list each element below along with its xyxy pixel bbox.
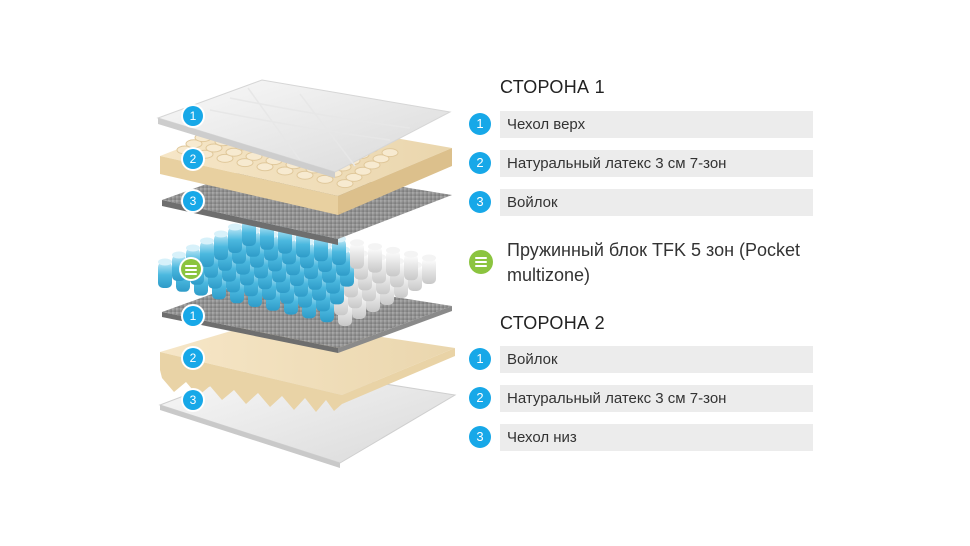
side2-title: СТОРОНА 2: [500, 313, 605, 333]
diagram-badge-bottom-1: 1: [183, 306, 203, 326]
pocket-spring-top: [368, 243, 382, 251]
pocket-spring: [332, 239, 346, 265]
pocket-spring-top: [214, 230, 228, 238]
latex-bump: [185, 139, 203, 149]
side1-item-2-label: Натуральный латекс 3 см 7-зон: [507, 155, 727, 172]
side1-item-3-label: Войлок: [507, 194, 558, 211]
number-badge: 3: [469, 191, 491, 213]
spring-block-layer: [158, 216, 436, 326]
latex-bump: [381, 148, 399, 158]
latex-bump: [354, 166, 372, 176]
pocket-spring: [368, 246, 382, 273]
latex-bump: [236, 158, 254, 168]
latex-bump: [205, 143, 223, 153]
pocket-spring-top: [228, 223, 242, 231]
diagram-badge-top-1: 1: [183, 106, 203, 126]
spring-block-item: Пружинный блок TFK 5 зон (Pocket multizo…: [469, 236, 809, 290]
number-badge: 1: [469, 113, 491, 135]
pocket-spring-top: [186, 244, 200, 252]
diagram-badge-spring-icon: [181, 259, 201, 279]
pocket-spring-top: [158, 258, 172, 266]
pocket-spring-top: [172, 251, 186, 259]
number-badge: 1: [469, 348, 491, 370]
latex-bump: [296, 170, 314, 180]
latex-bump: [345, 172, 363, 182]
side1-item-1: 1 Чехол верх: [469, 111, 814, 138]
latex-bump: [225, 147, 243, 157]
diagram-badge-top-3: 3: [183, 191, 203, 211]
spring-block-label: Пружинный блок TFK 5 зон (Pocket multizo…: [507, 240, 801, 285]
number-badge: 2: [469, 152, 491, 174]
side2-item-1: 1 Войлок: [469, 346, 814, 373]
pocket-spring: [260, 223, 274, 250]
diagram-badge-bottom-2: 2: [183, 348, 203, 368]
number-badge: 3: [469, 426, 491, 448]
mattress-layers-illustration: [156, 79, 457, 468]
pocket-spring-top: [350, 239, 364, 247]
pocket-spring: [158, 262, 172, 288]
pocket-spring-top: [404, 250, 418, 258]
latex-bump: [372, 154, 390, 164]
latex-bump: [363, 160, 381, 170]
latex-bump: [216, 153, 234, 163]
latex-bump: [336, 179, 354, 189]
pocket-spring: [228, 227, 242, 253]
side2-item-2: 2 Натуральный латекс 3 см 7-зон: [469, 385, 814, 412]
latex-bump: [276, 166, 294, 176]
spring-block-icon: [469, 250, 493, 274]
side2-item-2-label: Натуральный латекс 3 см 7-зон: [507, 390, 727, 407]
pocket-spring: [350, 242, 364, 269]
side2-item-3-label: Чехол низ: [507, 429, 577, 446]
pocket-spring-top: [422, 254, 436, 262]
latex-bump: [316, 174, 334, 184]
pocket-spring: [242, 220, 256, 246]
bottom-latex-layer: [160, 320, 455, 412]
diagram-badge-top-2: 2: [183, 149, 203, 169]
side1-item-3: 3 Войлок: [469, 189, 814, 216]
pocket-spring: [214, 234, 228, 260]
side2-item-1-label: Войлок: [507, 351, 558, 368]
side1-item-1-label: Чехол верх: [507, 116, 586, 133]
pocket-spring: [386, 250, 400, 277]
number-badge: 2: [469, 387, 491, 409]
latex-bump: [256, 162, 274, 172]
pocket-spring: [278, 227, 292, 254]
side2-item-3: 3 Чехол низ: [469, 424, 814, 451]
side1-title: СТОРОНА 1: [500, 77, 605, 97]
pocket-spring-top: [386, 246, 400, 254]
pocket-spring-top: [200, 237, 214, 245]
side1-item-2: 2 Натуральный латекс 3 см 7-зон: [469, 150, 814, 177]
top-cover-layer: [156, 79, 452, 178]
pocket-spring: [200, 241, 214, 267]
pocket-spring: [404, 254, 418, 281]
diagram-badge-bottom-3: 3: [183, 390, 203, 410]
pocket-spring: [422, 258, 436, 284]
